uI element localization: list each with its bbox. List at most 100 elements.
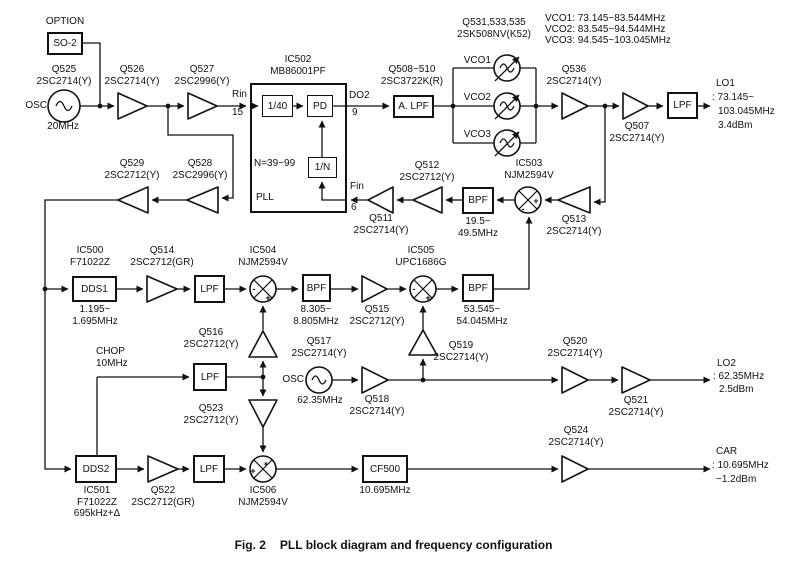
amp-q513-symbol — [557, 186, 591, 214]
vco2-label: VCO2 — [463, 92, 491, 103]
amp-q511-symbol — [367, 186, 394, 214]
so2-box: SO-2 — [47, 32, 83, 55]
ic506-plus-left-sign: + — [250, 466, 255, 476]
junction-dots — [42, 103, 608, 383]
amp-q516-symbol — [248, 330, 278, 358]
pll-label: PLL — [256, 192, 274, 203]
dds1-freq-label: 1.195~1.695MHz — [72, 304, 118, 327]
ic502-box — [250, 83, 347, 213]
vco3-label: VCO3 — [463, 129, 491, 140]
ic503-plus-sign: + — [533, 196, 538, 206]
bpf3-freq-label: 53.545~54.045MHz — [456, 304, 508, 327]
amp-q507-symbol — [622, 92, 649, 120]
vco1-symbol — [493, 54, 521, 82]
option-label: OPTION — [45, 16, 85, 27]
bpf1-freq-label: 19.5~49.5MHz — [457, 216, 499, 239]
amp-q526-symbol — [117, 92, 148, 120]
figure-caption: Fig. 2 PLL block diagram and frequency co… — [0, 538, 787, 552]
pin15-label: 15 — [232, 107, 244, 118]
bpf1-box: BPF — [462, 187, 494, 214]
ic503-minus-sign: - — [522, 204, 525, 214]
n-range-label: N=39~99 — [254, 158, 296, 169]
amp-q528-symbol — [186, 186, 219, 214]
phase-detector-box: PD — [307, 95, 333, 117]
ic505-plus-sign: + — [425, 293, 430, 303]
amp-q523-symbol — [248, 399, 278, 428]
mixer-ic503-symbol — [514, 186, 542, 214]
ic504-minus-sign: - — [253, 284, 256, 294]
osc-q525-symbol — [47, 89, 81, 123]
ic506-plus-top-sign: + — [263, 459, 268, 469]
divider-1-40-box: 1/40 — [262, 95, 293, 117]
mixer-ic506-symbol — [249, 455, 277, 483]
bpf2-box: BPF — [302, 274, 331, 302]
amp-q524-symbol — [561, 455, 589, 483]
rin-pin-label: Rin — [231, 89, 247, 100]
cf500-box: CF500 — [362, 455, 408, 483]
dds1-box: DDS1 — [72, 276, 117, 302]
osc2-freq-label: 62.35MHz — [297, 395, 343, 406]
mixer-symbols — [249, 186, 542, 483]
osc1-freq-label: 20MHz — [47, 121, 79, 132]
amp-q518-symbol — [361, 366, 389, 394]
amp-q529-symbol — [117, 186, 149, 214]
figure-number: Fig. 2 — [234, 538, 266, 552]
figure-title: PLL block diagram and frequency configur… — [279, 538, 553, 552]
osc1-label: OSC — [25, 100, 47, 111]
osc2-label: OSC — [282, 374, 304, 385]
amp-q522-symbol — [147, 455, 179, 483]
amp-q514-symbol — [146, 275, 178, 303]
do2-pin-label: DO2 — [349, 90, 370, 101]
ic504-plus-sign: + — [265, 293, 270, 303]
amp-q527-symbol — [187, 92, 218, 120]
amp-q512-symbol — [412, 186, 443, 214]
dds2-box: DDS2 — [75, 455, 117, 483]
divider-1-n-box: 1/N — [308, 157, 337, 178]
bpf3-box: BPF — [462, 274, 494, 302]
pin9-label: 9 — [352, 107, 358, 118]
oscillator-symbols — [47, 54, 521, 394]
active-lpf-box: A. LPF — [393, 95, 434, 118]
dds2-lpf-box: LPF — [193, 455, 225, 483]
mixer-port-signs: + - - + - + + + — [250, 196, 538, 476]
chop-lpf-box: LPF — [193, 363, 227, 391]
wires — [44, 42, 711, 473]
amp-q536-symbol — [561, 92, 589, 120]
bpf2-freq-label: 8.305~8.805MHz — [293, 304, 339, 327]
vco3-symbol — [493, 129, 521, 157]
ic505-minus-sign: - — [413, 284, 416, 294]
cf500-freq-label: 10.695MHz — [359, 485, 411, 496]
